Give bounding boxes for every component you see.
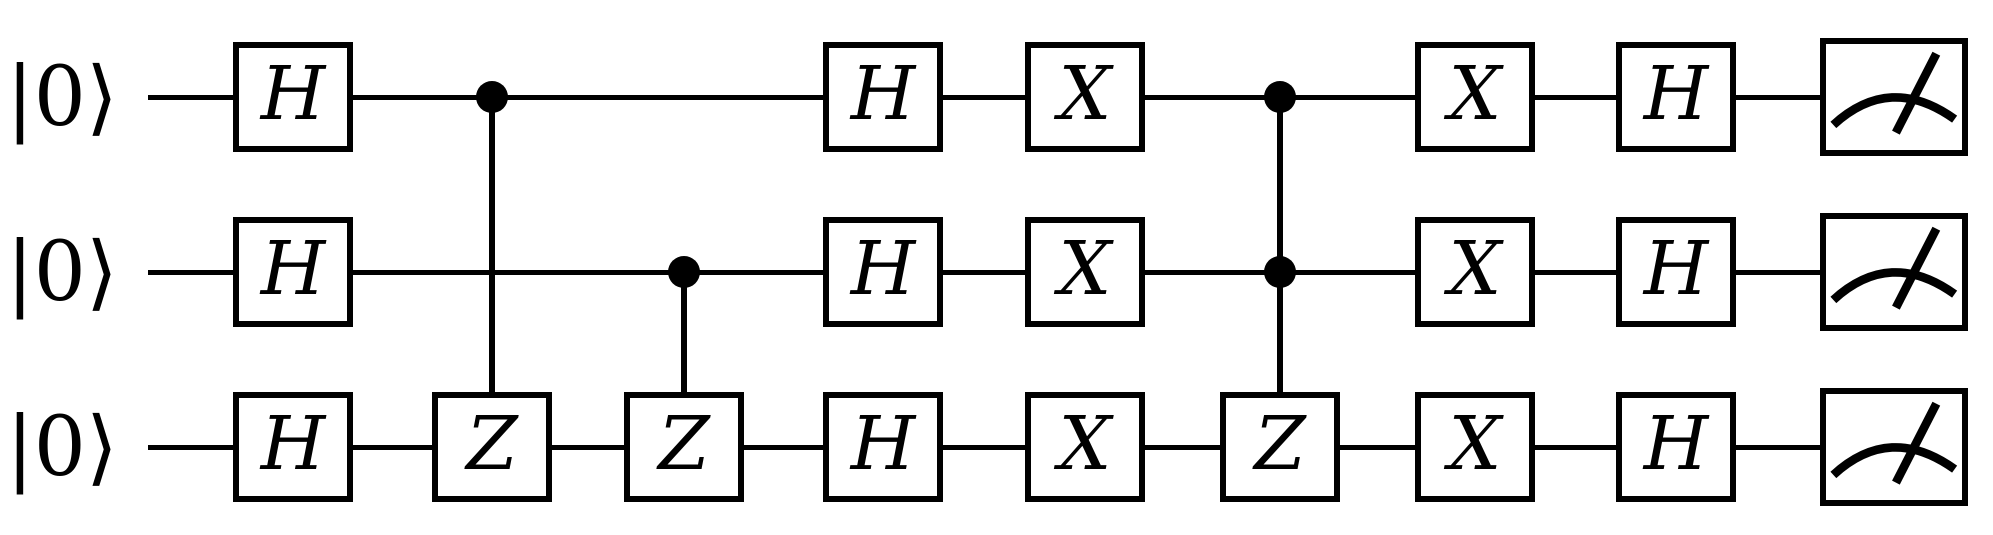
control-line <box>489 97 495 396</box>
control-line <box>681 272 687 396</box>
gate-h-box: H <box>1616 392 1736 502</box>
gate-h-box: H <box>1616 42 1736 152</box>
gate-x-box: X <box>1025 392 1145 502</box>
control-dot <box>668 256 700 288</box>
gate-h-box: H <box>823 42 943 152</box>
qubit-ket-label: |0⟩ <box>6 49 118 145</box>
measurement-meter-icon <box>1830 51 1958 135</box>
control-line <box>1277 97 1283 396</box>
qubit-wire <box>148 445 1822 450</box>
gate-h-box: H <box>1616 217 1736 327</box>
measurement-gate <box>1820 38 1968 156</box>
measurement-meter-icon <box>1830 226 1958 310</box>
gate-z-box: Z <box>624 392 744 502</box>
gate-x-box: X <box>1415 42 1535 152</box>
control-dot <box>476 81 508 113</box>
gate-x-box: X <box>1025 42 1145 152</box>
gate-h-box: H <box>823 392 943 502</box>
measurement-gate <box>1820 213 1968 331</box>
gate-z-box: Z <box>1220 392 1340 502</box>
gate-x-box: X <box>1025 217 1145 327</box>
gate-h-box: H <box>823 217 943 327</box>
qubit-ket-label: |0⟩ <box>6 399 118 495</box>
qubit-wire <box>148 95 1822 100</box>
gate-h-box: H <box>233 42 353 152</box>
control-dot <box>1264 81 1296 113</box>
gate-x-box: X <box>1415 217 1535 327</box>
control-dot <box>1264 256 1296 288</box>
measurement-gate <box>1820 388 1968 506</box>
qubit-wire <box>148 270 1822 275</box>
gate-x-box: X <box>1415 392 1535 502</box>
gate-z-box: Z <box>432 392 552 502</box>
gate-h-box: H <box>233 392 353 502</box>
gate-h-box: H <box>233 217 353 327</box>
qubit-ket-label: |0⟩ <box>6 224 118 320</box>
measurement-meter-icon <box>1830 401 1958 485</box>
